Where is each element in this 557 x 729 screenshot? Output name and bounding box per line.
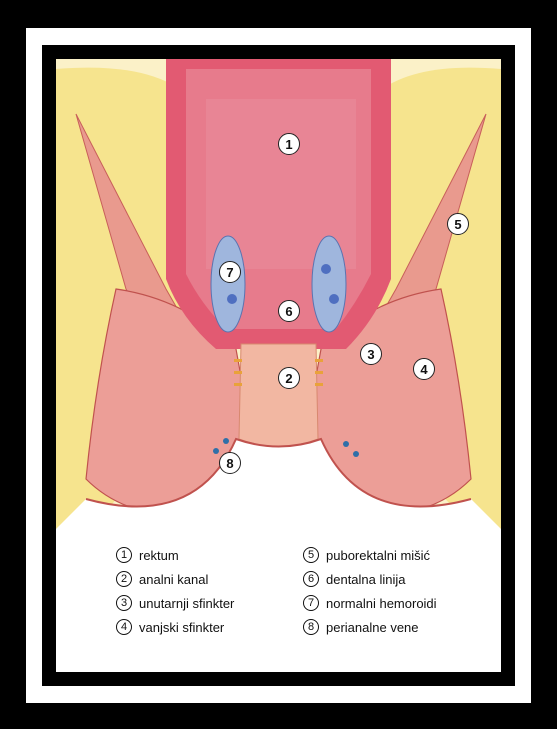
badge-4: 4 <box>413 358 435 380</box>
vein-dot <box>321 264 331 274</box>
legend-number: 7 <box>303 595 319 611</box>
legend-label: puborektalni mišić <box>326 548 430 563</box>
perianal-vein-dot <box>343 441 349 447</box>
perianal-vein-dot <box>223 438 229 444</box>
legend-item: 7 normalni hemoroidi <box>303 595 437 611</box>
legend-number: 4 <box>116 619 132 635</box>
badge-1: 1 <box>278 133 300 155</box>
legend-number: 2 <box>116 571 132 587</box>
legend-item: 2 analni kanal <box>116 571 208 587</box>
legend-label: perianalne vene <box>326 620 419 635</box>
illustration-canvas: 1 2 3 4 5 6 7 8 1 rektum 2 analni kanal … <box>56 59 501 672</box>
badge-5: 5 <box>447 213 469 235</box>
hemorrhoid-left <box>211 236 245 332</box>
badge-2: 2 <box>278 367 300 389</box>
legend-label: vanjski sfinkter <box>139 620 224 635</box>
legend-number: 6 <box>303 571 319 587</box>
legend-number: 1 <box>116 547 132 563</box>
anatomy-illustration <box>56 59 501 529</box>
badge-7: 7 <box>219 261 241 283</box>
legend-label: rektum <box>139 548 179 563</box>
legend-label: dentalna linija <box>326 572 406 587</box>
badge-3: 3 <box>360 343 382 365</box>
hemorrhoid-right <box>312 236 346 332</box>
legend-number: 8 <box>303 619 319 635</box>
vein-dot <box>227 294 237 304</box>
legend-item: 6 dentalna linija <box>303 571 406 587</box>
perianal-vein-dot <box>353 451 359 457</box>
legend-item: 8 perianalne vene <box>303 619 419 635</box>
legend-label: normalni hemoroidi <box>326 596 437 611</box>
legend-item: 1 rektum <box>116 547 179 563</box>
legend-item: 5 puborektalni mišić <box>303 547 430 563</box>
legend-item: 3 unutarnji sfinkter <box>116 595 234 611</box>
legend-item: 4 vanjski sfinkter <box>116 619 224 635</box>
legend-label: unutarnji sfinkter <box>139 596 234 611</box>
legend-label: analni kanal <box>139 572 208 587</box>
legend: 1 rektum 2 analni kanal 3 unutarnji sfin… <box>56 537 501 657</box>
vein-dot <box>329 294 339 304</box>
legend-number: 3 <box>116 595 132 611</box>
legend-number: 5 <box>303 547 319 563</box>
badge-6: 6 <box>278 300 300 322</box>
anal-canal <box>239 344 318 447</box>
perianal-vein-dot <box>213 448 219 454</box>
badge-8: 8 <box>219 452 241 474</box>
